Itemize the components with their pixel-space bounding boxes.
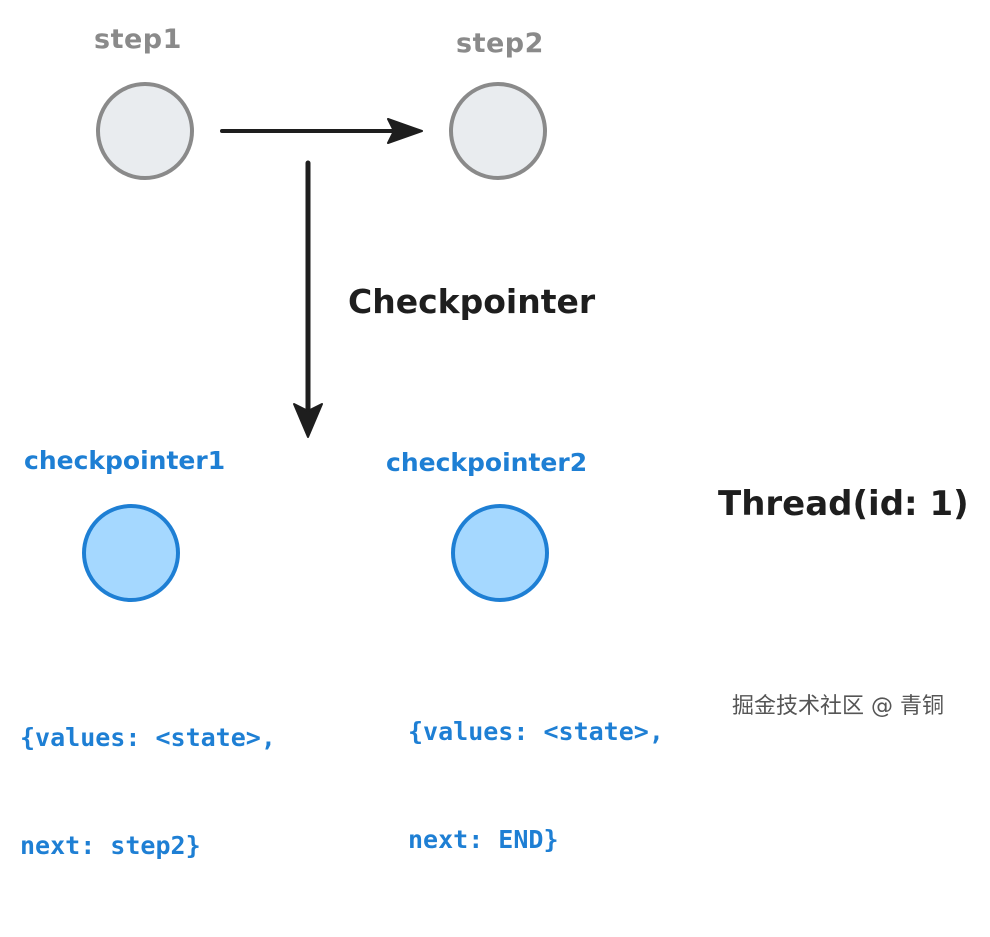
step1-to-step2-arrow <box>220 118 423 144</box>
checkpointer2-label: checkpointer2 <box>386 448 588 477</box>
checkpointer-edge-label: Checkpointer <box>348 282 596 321</box>
checkpointer1-label: checkpointer1 <box>24 446 226 475</box>
watermark: 掘金技术社区 @ 青铜 <box>732 694 944 719</box>
checkpointer2-next-line: next: END} <box>408 825 559 855</box>
step2-label: step2 <box>456 28 544 59</box>
checkpointer1-values-line: {values: <state>, <box>20 722 276 752</box>
checkpointer1-state: {values: <state>, next: step2} <box>20 647 276 937</box>
step2-node <box>449 82 547 180</box>
diagram-canvas: step1 step2 Checkpointer checkpointer1 c… <box>20 24 969 860</box>
checkpointer1-node <box>82 504 180 602</box>
checkpointer2-values-line: {values: <state>, <box>408 716 664 746</box>
thread-label: Thread(id: 1) <box>718 484 969 524</box>
step1-node <box>96 82 194 180</box>
checkpointer-arrow <box>293 160 323 438</box>
diagram-svg <box>82 82 549 602</box>
checkpointer1-next-line: next: step2} <box>20 831 201 861</box>
checkpointer2-state: {values: <state>, next: END} <box>408 641 664 931</box>
checkpointer2-node <box>451 504 549 602</box>
step1-label: step1 <box>94 24 182 55</box>
